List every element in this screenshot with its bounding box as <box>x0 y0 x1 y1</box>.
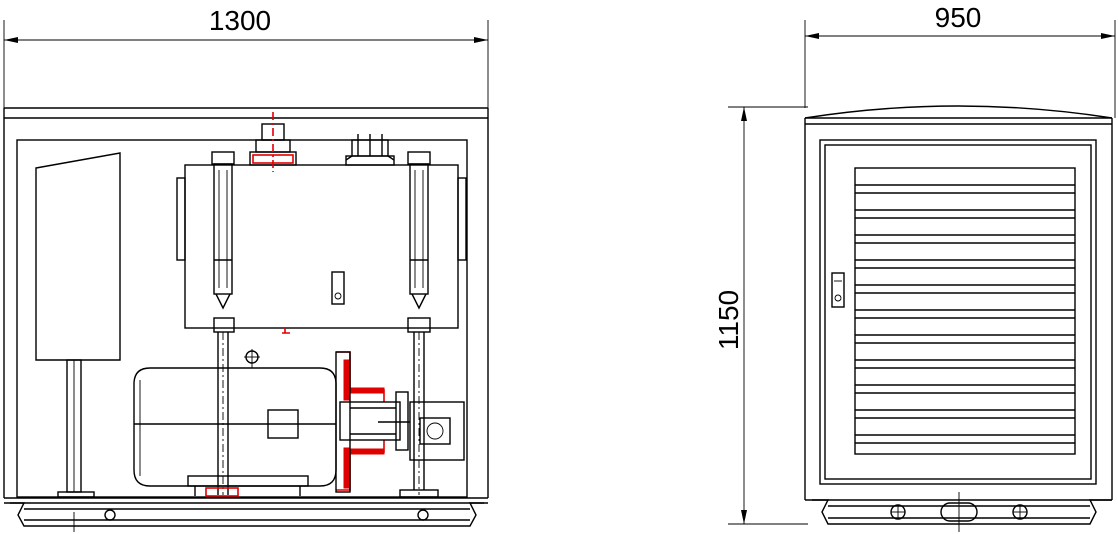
right-filter <box>399 151 439 498</box>
height-label: 1150 <box>713 290 744 350</box>
side-depth-label: 950 <box>935 2 982 33</box>
valve-block <box>345 134 395 166</box>
door-handle <box>831 272 845 308</box>
side-cabinet <box>804 105 1113 501</box>
level-gauge <box>331 271 345 305</box>
front-width-label: 1300 <box>209 5 271 36</box>
oil-tank <box>176 164 467 334</box>
electric-motor <box>133 349 337 496</box>
base-rail <box>10 502 484 532</box>
height-dimension: 1150 <box>713 106 808 525</box>
side-depth-dimension: 950 <box>804 2 1116 118</box>
cabinet-frame <box>3 107 489 504</box>
side-base <box>812 492 1112 532</box>
hydraulic-pump <box>339 391 465 461</box>
filler-cap <box>249 112 297 172</box>
side-view: 950 1150 <box>713 2 1116 532</box>
bell-housing <box>335 351 385 493</box>
front-view: 1300 <box>3 5 489 532</box>
side-door <box>819 139 1097 485</box>
control-panel <box>35 152 121 498</box>
terminal-box <box>267 409 299 439</box>
front-width-dimension: 1300 <box>3 5 489 110</box>
left-filter <box>205 151 239 497</box>
ventilation-louvers <box>854 167 1076 455</box>
